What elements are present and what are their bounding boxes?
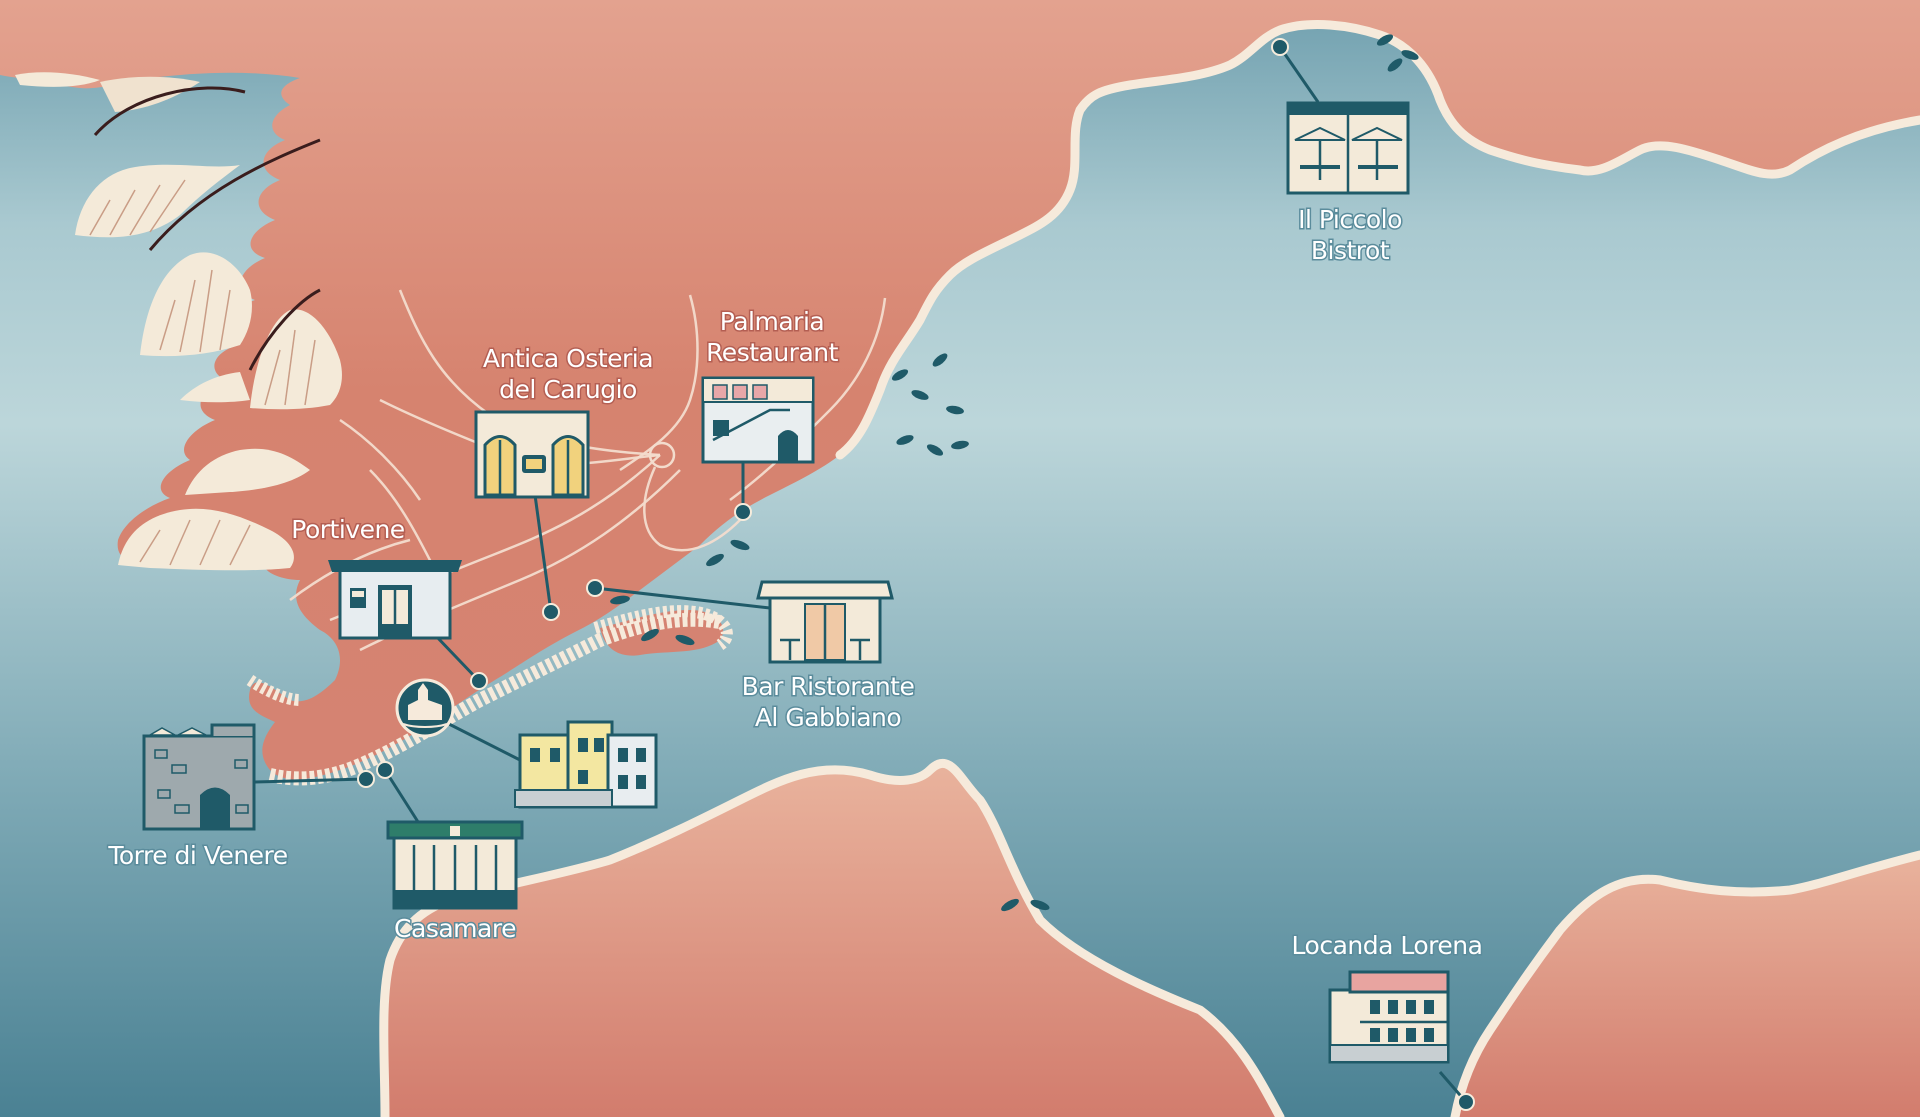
- anchor-dot-bar-al-gabbiano[interactable]: [586, 579, 604, 597]
- white-house-icon[interactable]: [701, 376, 815, 464]
- label-torre-di-venere[interactable]: Torre di Venere: [106, 840, 290, 872]
- label-bar-gabbiano-line2[interactable]: Al Gabbiano: [753, 702, 903, 734]
- anchor-dot-antica-osteria[interactable]: [542, 603, 560, 621]
- church-medallion-icon[interactable]: [395, 678, 455, 738]
- anchor-dot-casamare[interactable]: [376, 761, 394, 779]
- label-locanda-lorena[interactable]: Locanda Lorena: [1290, 930, 1484, 962]
- leaf-decorations: [610, 34, 1419, 912]
- beach-bar-icon[interactable]: [756, 580, 894, 664]
- glass-pavilion-icon[interactable]: [386, 820, 524, 910]
- bistro-umbrellas-icon[interactable]: [1286, 101, 1410, 195]
- anchor-dot-portivene[interactable]: [470, 672, 488, 690]
- land-north: [0, 0, 1920, 780]
- kiosk-icon[interactable]: [328, 560, 462, 640]
- cliffs: [15, 72, 342, 571]
- label-bar-gabbiano-line1[interactable]: Bar Ristorante: [740, 671, 916, 703]
- anchor-dot-il-piccolo-bistrot[interactable]: [1271, 38, 1289, 56]
- label-palmaria-line1[interactable]: Palmaria: [718, 306, 826, 338]
- osteria-arches-icon[interactable]: [474, 410, 590, 499]
- label-il-piccolo-bistrot-line1[interactable]: Il Piccolo: [1297, 204, 1404, 236]
- hotel-building-icon[interactable]: [1328, 970, 1450, 1064]
- coastline-south: [379, 759, 1285, 1117]
- anchor-dot-torre-di-venere[interactable]: [357, 770, 375, 788]
- label-palmaria-line2[interactable]: Restaurant: [705, 337, 841, 369]
- label-antica-osteria-line1[interactable]: Antica Osteria: [481, 343, 655, 375]
- land-south: [383, 763, 1280, 1117]
- label-antica-osteria-line2[interactable]: del Carugio: [498, 374, 639, 406]
- label-casamare[interactable]: Casamare: [393, 913, 519, 945]
- anchor-dot-palmaria-restaurant[interactable]: [734, 503, 752, 521]
- place-labels: Il Piccolo Bistrot Palmaria Restaurant A…: [106, 204, 1485, 962]
- anchor-dot-locanda-lorena[interactable]: [1457, 1093, 1475, 1111]
- stone-tower-icon[interactable]: [142, 723, 256, 831]
- anchor-dots: [357, 38, 1475, 1111]
- label-il-piccolo-bistrot-line2[interactable]: Bistrot: [1309, 235, 1391, 267]
- coastline-southeast: [1450, 850, 1920, 1117]
- coastline-north: [835, 20, 1920, 460]
- label-portivene[interactable]: Portivene: [290, 514, 407, 546]
- yellow-houses-icon[interactable]: [514, 720, 658, 809]
